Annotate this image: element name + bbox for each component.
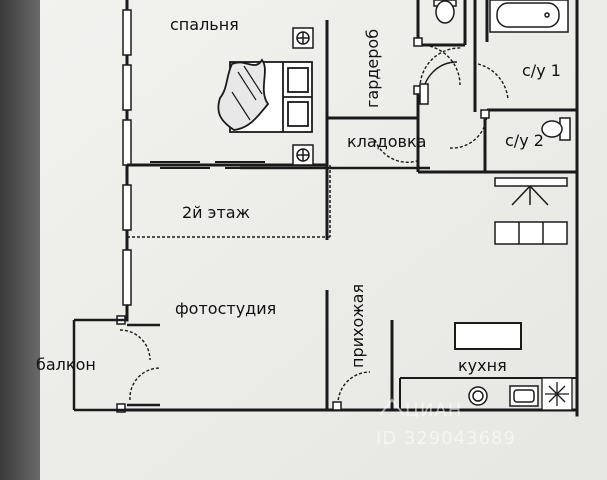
outside-shadow <box>0 0 40 480</box>
balcony-outline <box>72 318 160 412</box>
label-hallway: прихожая <box>348 284 367 368</box>
watermark-logo <box>379 398 405 416</box>
toilet-1 <box>433 0 457 24</box>
stove <box>541 377 573 411</box>
left-windows <box>122 9 132 306</box>
watermark: ЦИАН ID 329043689 <box>376 398 516 449</box>
bathtub <box>489 0 569 33</box>
corridor-shelf <box>494 177 568 206</box>
label-bathroom-1: с/у 1 <box>522 61 561 80</box>
nightstand-bottom <box>292 144 314 166</box>
label-balcony: балкон <box>36 355 96 374</box>
mezzanine-outline <box>127 165 331 238</box>
watermark-listing-id: ID 329043689 <box>376 428 516 449</box>
label-second-floor: 2й этаж <box>182 203 250 222</box>
label-wardrobe: гардероб <box>363 29 382 108</box>
label-photo-studio: фотостудия <box>175 299 276 318</box>
label-storage: кладовка <box>347 132 426 151</box>
hallway-walls <box>325 290 394 410</box>
cabinet-row <box>494 221 568 245</box>
kitchen-island <box>454 322 522 350</box>
toilet-2 <box>541 117 571 141</box>
bed <box>217 58 313 133</box>
watermark-brand: ЦИАН <box>405 400 462 421</box>
washing-machine <box>468 386 488 406</box>
label-kitchen: кухня <box>458 356 507 375</box>
doors <box>119 44 509 406</box>
nightstand-top <box>292 27 314 49</box>
label-bathroom-2: с/у 2 <box>505 131 544 150</box>
service-walls <box>327 0 577 174</box>
label-bedroom: спальня <box>170 15 239 34</box>
kitchen-sink <box>509 385 539 407</box>
